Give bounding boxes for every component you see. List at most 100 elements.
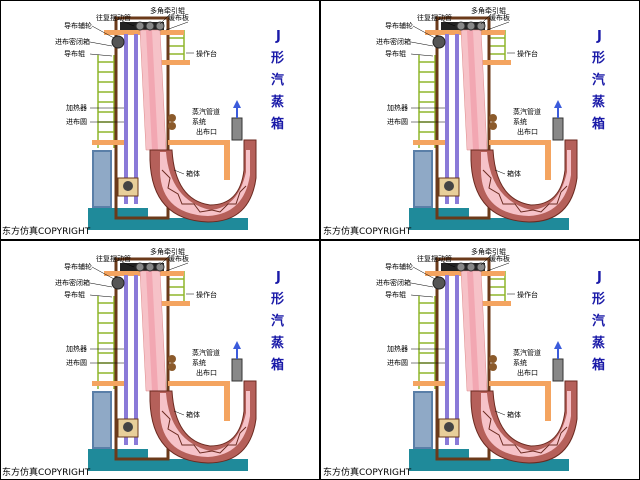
label-heater: 加热器 — [66, 103, 87, 112]
diagram-panel-3: 多角牵引辊 往复摆动管 导布辅轮 缓布板 进布密闭箱 导布辊 操作台 加热器 进… — [0, 241, 319, 480]
beam-lower — [489, 381, 549, 386]
label-operation-platform: 操作台 — [517, 49, 538, 58]
diagram-panel-2: 多角牵引辊 往复摆动管 导布辅轮 缓布板 进布密闭箱 导布辊 操作台 加热器 进… — [321, 0, 640, 239]
label-operation-platform: 操作台 — [517, 290, 538, 299]
label-feed-roller: 进布圆 — [66, 117, 87, 126]
label-box-body: 箱体 — [186, 410, 200, 419]
roller-3 — [476, 262, 486, 272]
title-char-4: 蒸 — [271, 94, 284, 110]
guide-wheel — [111, 276, 125, 290]
label-cloth-plate: 缓布板 — [168, 254, 189, 263]
base-block-right — [148, 459, 248, 471]
beam-mid — [413, 381, 445, 386]
label-heater: 加热器 — [387, 344, 408, 353]
label-reverse-drive: 往复摆动管 — [417, 254, 452, 263]
label-multi-roller: 多角牵引辊 — [150, 247, 185, 256]
horizontal-divider — [0, 239, 640, 241]
j-box-inner — [480, 150, 571, 216]
beam-lower — [489, 140, 549, 145]
label-feed-roller: 进布圆 — [66, 358, 87, 367]
beam-lower — [168, 140, 228, 145]
j-box-inner — [159, 391, 250, 457]
title-char-3: 汽 — [592, 72, 605, 88]
label-steam-pipe-1: 蒸汽管道 — [192, 107, 220, 116]
ladder — [418, 55, 436, 148]
ladder — [97, 55, 115, 148]
roller-2 — [466, 262, 476, 272]
base-block-right — [148, 218, 248, 230]
base-block-right — [469, 459, 569, 471]
label-feed-seal: 进布密闭箱 — [376, 278, 411, 287]
roller-2 — [145, 262, 155, 272]
label-guide-roller: 导布辊 — [385, 49, 406, 58]
label-feed-seal: 进布密闭箱 — [376, 37, 411, 46]
label-guide-roller: 导布辊 — [64, 49, 85, 58]
label-multi-roller: 多角牵引辊 — [150, 6, 185, 15]
label-steam-pipe-1: 蒸汽管道 — [513, 107, 541, 116]
label-steam-pipe-2: 系统 — [192, 117, 206, 126]
label-operation-platform: 操作台 — [196, 49, 217, 58]
label-steam-pipe-1: 蒸汽管道 — [192, 348, 220, 357]
roller-2 — [145, 21, 155, 31]
label-guide-roller: 导布辊 — [385, 290, 406, 299]
label-outlet: 出布口 — [517, 127, 538, 136]
title-char-1: J — [275, 29, 281, 44]
roller-1 — [135, 21, 145, 31]
title-char-2: 形 — [592, 292, 605, 307]
label-cloth-guide-wheel: 导布辅轮 — [64, 21, 92, 30]
label-steam-pipe-1: 蒸汽管道 — [513, 348, 541, 357]
label-cloth-plate: 缓布板 — [489, 254, 510, 263]
base-block-right — [469, 218, 569, 230]
roller-3 — [476, 21, 486, 31]
copyright-text: 东方仿真COPYRIGHT — [323, 227, 412, 237]
label-multi-roller: 多角牵引辊 — [471, 247, 506, 256]
label-box-body: 箱体 — [186, 169, 200, 178]
roller-1 — [135, 262, 145, 272]
beam-lower — [168, 381, 228, 386]
label-box-body: 箱体 — [507, 169, 521, 178]
guide-wheel — [432, 35, 446, 49]
label-box-body: 箱体 — [507, 410, 521, 419]
title-char-4: 蒸 — [271, 335, 284, 351]
beam-mid — [92, 140, 124, 145]
title-char-5: 箱 — [271, 116, 284, 132]
label-cloth-guide-wheel: 导布辅轮 — [385, 21, 413, 30]
title-char-2: 形 — [271, 292, 284, 307]
roller-3 — [155, 262, 165, 272]
title-char-5: 箱 — [592, 357, 605, 373]
label-outlet: 出布口 — [196, 127, 217, 136]
copyright-text: 东方仿真COPYRIGHT — [2, 468, 91, 478]
label-cloth-guide-wheel: 导布辅轮 — [385, 262, 413, 271]
title-char-1: J — [275, 270, 281, 285]
label-cloth-guide-wheel: 导布辅轮 — [64, 262, 92, 271]
beam-mid — [413, 140, 445, 145]
label-multi-roller: 多角牵引辊 — [471, 6, 506, 15]
title-char-2: 形 — [271, 51, 284, 66]
copyright-text: 东方仿真COPYRIGHT — [323, 468, 412, 478]
title-char-5: 箱 — [271, 357, 284, 373]
label-feed-roller: 进布圆 — [387, 358, 408, 367]
label-feed-roller: 进布圆 — [387, 117, 408, 126]
roller-1 — [456, 21, 466, 31]
title-char-4: 蒸 — [592, 94, 605, 110]
label-steam-pipe-2: 系统 — [513, 358, 527, 367]
label-outlet: 出布口 — [196, 368, 217, 377]
label-reverse-drive: 往复摆动管 — [96, 254, 131, 263]
beam-platform — [160, 60, 190, 65]
label-cloth-plate: 缓布板 — [168, 13, 189, 22]
title-char-5: 箱 — [592, 116, 605, 132]
title-char-1: J — [596, 29, 602, 44]
diagram-panel-1: 多角牵引辊 往复摆动管 导布辅轮 缓布板 进布密闭箱 导布辊 操作台 加热器 进… — [0, 0, 319, 239]
roller-2 — [466, 21, 476, 31]
label-feed-seal: 进布密闭箱 — [55, 37, 90, 46]
title-char-3: 汽 — [592, 313, 605, 329]
guide-wheel — [432, 276, 446, 290]
title-char-4: 蒸 — [592, 335, 605, 351]
beam-platform — [481, 60, 511, 65]
label-cloth-plate: 缓布板 — [489, 13, 510, 22]
label-steam-pipe-2: 系统 — [192, 358, 206, 367]
title-char-3: 汽 — [271, 72, 284, 88]
guide-wheel — [111, 35, 125, 49]
